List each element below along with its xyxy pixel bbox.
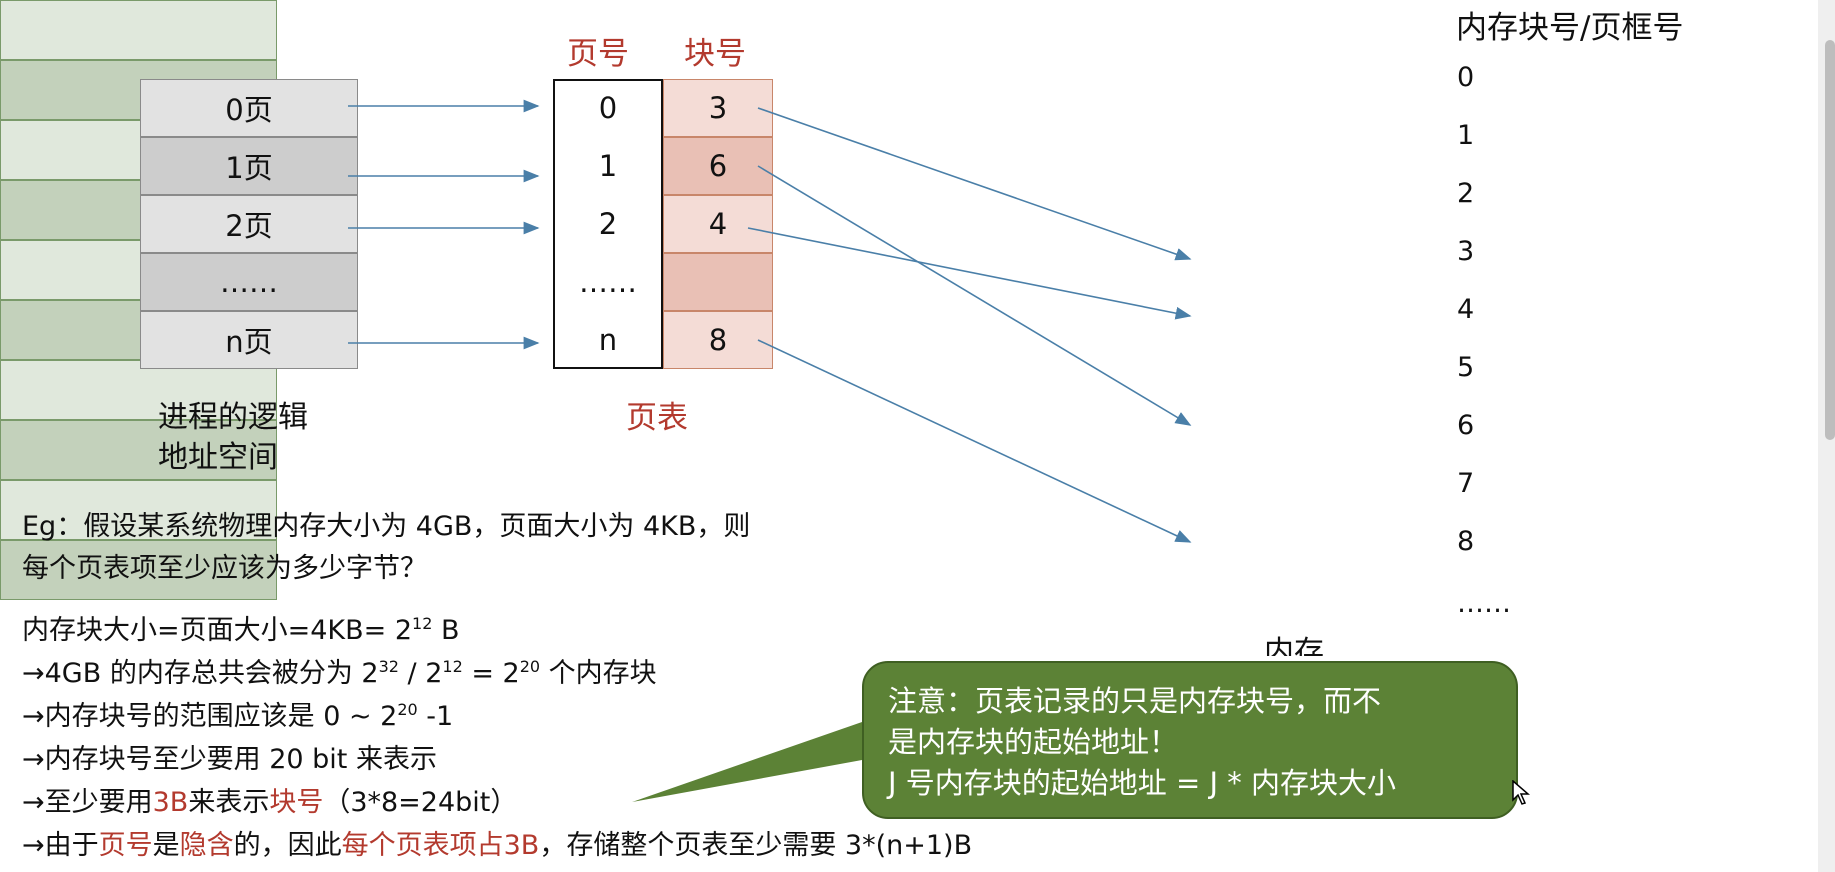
note-line2: 是内存块的起始地址！: [888, 725, 1179, 759]
memory-blocks: [0, 0, 277, 600]
example-question-line1: Eg：假设某系统物理内存大小为 4GB，页面大小为 4KB，则: [22, 511, 751, 542]
block-number-ellipsis: [663, 253, 773, 311]
arrow-block4-to-memory: [747, 227, 1192, 320]
memory-label-3: 3: [1457, 236, 1475, 267]
logical-page-1: 1页: [140, 137, 358, 195]
example-line1: 内存块大小=页面大小=4KB= 212 B: [22, 614, 460, 646]
memory-block-7: [0, 420, 277, 480]
logical-page-2: 2页: [140, 195, 358, 253]
note-line1: 注意：页表记录的只是内存块号，而不: [888, 684, 1382, 718]
example-question-line2: 每个页表项至少应该为多少字节？: [22, 553, 427, 584]
block-number-1: 6: [663, 137, 773, 195]
example-line4: →内存块号至少要用 20 bit 来表示: [22, 744, 437, 775]
memory-label-4: 4: [1457, 294, 1475, 325]
arrow-block3-to-memory: [757, 107, 1192, 261]
block-number-2: 4: [663, 195, 773, 253]
page-number-column: [553, 79, 663, 369]
example-line5: →至少要用3B来表示块号（3*8=24bit）: [22, 787, 518, 818]
note-pointer: [632, 722, 862, 802]
page-number-ellipsis: ……: [579, 265, 637, 299]
block-number-header: 块号: [684, 36, 746, 72]
page-number-n: n: [598, 323, 618, 357]
logical-page-n: n页: [140, 311, 358, 369]
note-callout: 注意：页表记录的只是内存块号，而不 是内存块的起始地址！ J 号内存块的起始地址…: [862, 661, 1518, 819]
block-number-0: 3: [663, 79, 773, 137]
memory-label-6: 6: [1457, 410, 1475, 441]
block-number-n: 8: [663, 311, 773, 369]
scrollbar-thumb[interactable]: [1825, 40, 1835, 440]
logical-page-ellipsis: ……: [140, 253, 358, 311]
example-line3: →内存块号的范围应该是 0 ~ 220 -1: [22, 700, 454, 732]
memory-header: 内存块号/页框号: [1456, 10, 1684, 46]
memory-block-0: [0, 0, 277, 60]
page-table-caption: 页表: [626, 400, 688, 436]
memory-label-7: 7: [1457, 468, 1475, 499]
page-number-0: 0: [598, 91, 618, 125]
note-line3: J 号内存块的起始地址 = J * 内存块大小: [888, 766, 1396, 800]
logical-caption-line2: 地址空间: [158, 440, 278, 475]
page-number-2: 2: [598, 207, 618, 241]
memory-block-8: [0, 480, 277, 540]
logical-page-0: 0页: [140, 79, 358, 137]
memory-label-1: 1: [1457, 120, 1475, 151]
page-number-1: 1: [598, 149, 618, 183]
memory-label-8: 8: [1457, 526, 1475, 557]
memory-label-ellipsis: ……: [1457, 588, 1511, 619]
memory-caption: 内存: [1264, 636, 1324, 656]
memory-block-9: [0, 540, 277, 600]
memory-block-6: [0, 360, 277, 420]
example-line2: →4GB 的内存总共会被分为 232 / 212 = 220 个内存块: [22, 657, 657, 689]
example-line6: →由于页号是隐含的，因此每个页表项占3B，存储整个页表至少需要 3*(n+1)B: [22, 830, 973, 861]
memory-label-2: 2: [1457, 178, 1475, 209]
logical-caption-line1: 进程的逻辑: [158, 400, 308, 435]
page-number-header: 页号: [567, 36, 629, 72]
arrow-block8-to-memory: [757, 339, 1192, 543]
arrow-block6-to-memory: [757, 165, 1192, 426]
memory-label-5: 5: [1457, 352, 1475, 383]
memory-label-0: 0: [1457, 62, 1475, 93]
mouse-cursor-icon: [1512, 780, 1530, 805]
